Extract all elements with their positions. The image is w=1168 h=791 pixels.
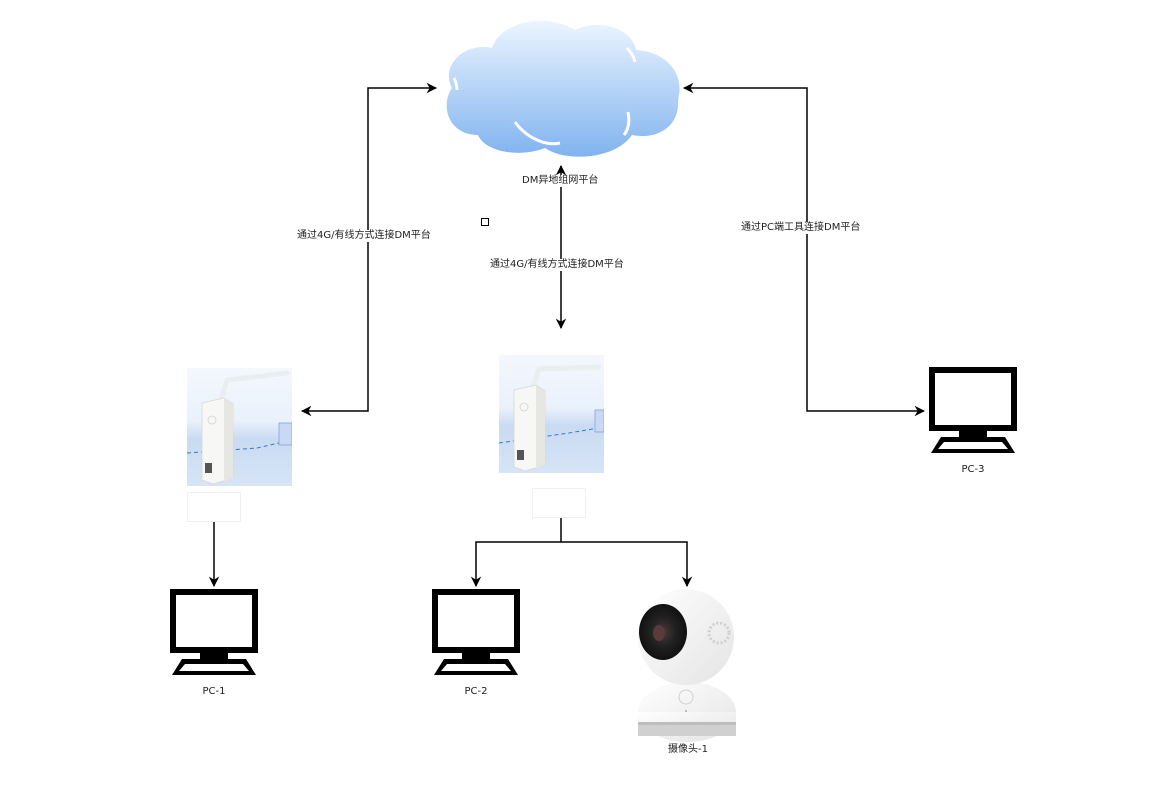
- edge-label-gateway2-cloud: 通过4G/有线方式连接DM平台: [489, 259, 625, 271]
- pc-2-computer-icon[interactable]: [434, 592, 518, 675]
- cloud-icon: [446, 20, 680, 157]
- pc-1-computer-icon[interactable]: [172, 592, 256, 675]
- camera-icon[interactable]: [638, 589, 736, 742]
- edge-label-gateway1-cloud: 通过4G/有线方式连接DM平台: [296, 230, 432, 242]
- gateway-1-device[interactable]: [187, 368, 292, 486]
- camera-1-label: 摄像头-1: [668, 744, 708, 755]
- 4g-gateway-icon: [499, 364, 604, 472]
- gateway-1-caption: [187, 492, 241, 522]
- edge-gateway1-cloud[interactable]: [300, 82, 438, 417]
- pc-3-computer-icon[interactable]: [931, 370, 1015, 453]
- edge-label-pc3-cloud: 通过PC端工具连接DM平台: [740, 222, 862, 234]
- 4g-gateway-icon: [187, 370, 292, 485]
- edge-pc3-cloud[interactable]: [682, 82, 926, 417]
- pc-2-label: PC-2: [464, 686, 488, 697]
- pc-1-label: PC-1: [202, 686, 226, 697]
- pc-3-label: PC-3: [961, 464, 985, 475]
- gateway-2-device[interactable]: [499, 355, 604, 473]
- gateway-2-caption: [532, 488, 586, 518]
- selection-handle[interactable]: [481, 218, 489, 226]
- cloud-label: DM异地组网平台: [521, 175, 600, 187]
